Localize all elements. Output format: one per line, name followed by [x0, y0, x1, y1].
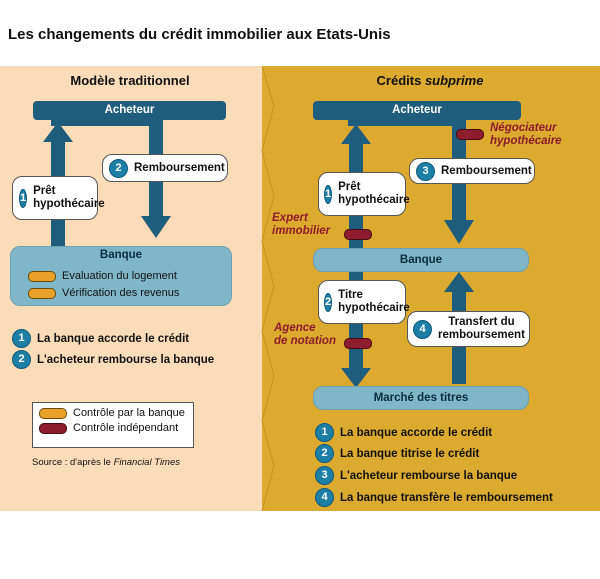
check-item-income: Vérification des revenus: [28, 287, 179, 299]
bank-control-pill: [28, 287, 56, 299]
number-badge-3: 3: [416, 161, 435, 181]
negotiator-label: Négociateur hypothécaire: [490, 122, 562, 147]
agency-control-pill: [344, 338, 372, 349]
check-label: Vérification des revenus: [62, 287, 180, 299]
subprime-step-1: 1 La banque accorde le crédit: [315, 423, 492, 442]
transfer-box: 4 Transfert du remboursement: [407, 311, 530, 347]
step-text: L'acheteur rembourse la banque: [37, 353, 215, 366]
repayment-label: Remboursement: [134, 162, 225, 174]
traditional-buyer: Acheteur: [33, 101, 226, 120]
subprime-loan-box: 1 Prêt hypothécaire: [318, 172, 410, 216]
step-text: La banque titrise le crédit: [340, 447, 480, 460]
subprime-step-3: 3 L'acheteur rembourse la banque: [315, 466, 517, 485]
independent-control-pill: [39, 422, 67, 434]
zigzag-divider: [261, 66, 286, 511]
bank-control-pill: [39, 407, 67, 419]
heading-emphasis: subprime: [424, 73, 484, 88]
number-badge-1: 1: [19, 188, 28, 208]
check-label: Evaluation du logement: [62, 270, 177, 282]
number-badge-2: 2: [109, 158, 128, 178]
traditional-step-1: 1 La banque accorde le crédit: [12, 329, 189, 348]
step-text: La banque accorde le crédit: [340, 426, 493, 439]
step-text: L'acheteur rembourse la banque: [340, 469, 518, 482]
subprime-heading: Crédits subprime: [330, 73, 530, 88]
traditional-heading: Modèle traditionnel: [70, 73, 190, 88]
step-text: La banque transfère le remboursement: [340, 491, 553, 504]
loan-label: Prêt hypothécaire: [33, 185, 105, 210]
bank-label: Banque: [99, 249, 143, 261]
transfer-label: Transfert du remboursement: [438, 316, 525, 341]
traditional-step-2: 2 L'acheteur rembourse la banque: [12, 350, 214, 369]
expert-control-pill: [344, 229, 372, 240]
subprime-repayment-box: 3 Remboursement: [409, 158, 535, 184]
legend-box: Contrôle par la banque Contrôle indépend…: [32, 402, 194, 448]
subprime-bank: Banque: [313, 248, 529, 272]
number-badge-4: 4: [413, 319, 432, 339]
traditional-repayment-box: 2 Remboursement: [102, 154, 228, 182]
legend-label: Contrôle indépendant: [73, 422, 179, 434]
number-badge: 3: [315, 466, 334, 485]
number-badge-1: 1: [324, 184, 333, 204]
loan-label: Prêt hypothécaire: [338, 181, 410, 206]
title-label: Titre hypothécaire: [338, 289, 410, 314]
expert-label: Expert immobilier: [272, 212, 331, 237]
number-badge: 2: [12, 350, 31, 369]
title-box: 2 Titre hypothécaire: [318, 280, 410, 324]
legend-label: Contrôle par la banque: [73, 407, 185, 419]
source-prefix: Source : d'après le: [32, 457, 114, 468]
number-badge: 4: [315, 488, 334, 507]
legend-item-bank: Contrôle par la banque: [33, 403, 193, 419]
number-badge: 2: [315, 444, 334, 463]
traditional-loan-box: 1 Prêt hypothécaire: [12, 176, 105, 220]
subprime-step-2: 2 La banque titrise le crédit: [315, 444, 479, 463]
negotiator-control-pill: [456, 129, 484, 140]
subprime-buyer: Acheteur: [313, 101, 521, 120]
number-badge: 1: [315, 423, 334, 442]
agency-label: Agence de notation: [274, 322, 336, 347]
page-title: Les changements du crédit immobilier aux…: [8, 26, 391, 43]
securities-market: Marché des titres: [313, 386, 529, 410]
source-note: Source : d'après le Financial Times: [32, 457, 180, 468]
heading-main: Crédits: [376, 73, 425, 88]
subprime-step-4: 4 La banque transfère le remboursement: [315, 488, 553, 507]
step-text: La banque accorde le crédit: [37, 332, 190, 345]
bank-control-pill: [28, 270, 56, 282]
legend-item-independent: Contrôle indépendant: [33, 419, 193, 434]
source-name: Financial Times: [113, 457, 180, 468]
check-item-valuation: Evaluation du logement: [28, 270, 177, 282]
number-badge: 1: [12, 329, 31, 348]
number-badge-2: 2: [324, 292, 333, 312]
repayment-label: Remboursement: [441, 165, 532, 177]
